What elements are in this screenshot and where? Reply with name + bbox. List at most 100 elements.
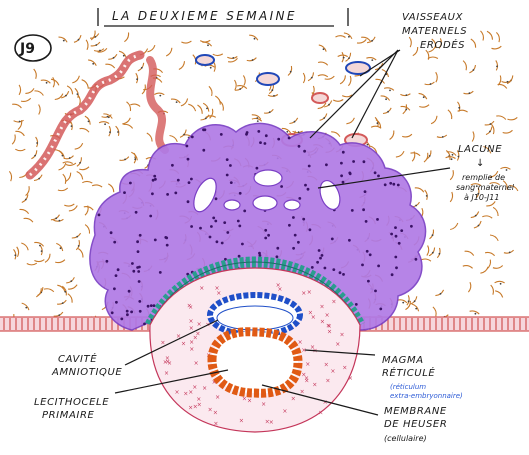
syncytio-nucleus	[277, 138, 280, 141]
syncytio-nucleus	[376, 218, 379, 221]
stroma-cell	[170, 136, 178, 142]
syncytio-nucleus	[241, 243, 244, 246]
stroma-cell	[63, 174, 66, 184]
syncytio-nucleus	[226, 231, 229, 234]
stroma-cell	[56, 243, 62, 251]
stroma-nucleus	[134, 158, 136, 160]
stroma-cell	[498, 76, 501, 86]
stroma-cell	[72, 76, 79, 83]
stroma-cell	[57, 285, 65, 291]
syncytio-nucleus	[324, 267, 327, 270]
stroma-cell	[79, 167, 89, 170]
syncytio-nucleus	[138, 300, 141, 303]
stroma-cell	[9, 171, 11, 181]
label-vaisseaux-line3: ERODÉS	[420, 38, 465, 51]
syncytio-nucleus	[316, 261, 319, 264]
stroma-nucleus	[210, 67, 212, 69]
label-remplie-line2: sang maternel	[456, 183, 515, 192]
magma-mesh-mark: ×	[196, 396, 201, 403]
stroma-cell	[268, 95, 278, 97]
magma-mesh-mark: ×	[327, 323, 332, 330]
stroma-nucleus	[207, 44, 209, 46]
stroma-cell	[431, 116, 437, 124]
syncytio-nucleus	[321, 254, 324, 257]
stroma-nucleus	[387, 111, 389, 113]
stroma-nucleus	[62, 155, 64, 157]
magma-mesh-mark: ×	[301, 347, 306, 354]
syncytio-nucleus	[355, 303, 358, 306]
syncytio-nucleus	[415, 258, 418, 261]
stroma-cell	[99, 122, 109, 124]
stroma-cell	[209, 86, 212, 96]
stroma-cell	[55, 260, 65, 263]
stroma-cell	[303, 73, 305, 83]
stroma-nucleus	[415, 308, 417, 310]
stroma-cell	[424, 153, 428, 162]
stroma-nucleus	[64, 291, 66, 293]
stroma-nucleus	[88, 121, 90, 123]
magma-mesh-mark: ×	[318, 410, 323, 417]
syncytio-nucleus	[246, 131, 249, 134]
syncytio-nucleus	[166, 244, 169, 247]
stroma-cell	[340, 75, 345, 84]
syncytio-nucleus	[138, 280, 141, 283]
syncytio-nucleus	[395, 266, 398, 269]
syncytio-nucleus	[186, 145, 189, 148]
stroma-cell	[366, 58, 376, 60]
stroma-cell	[486, 201, 495, 206]
stroma-cell	[105, 64, 114, 68]
stroma-cell	[75, 88, 78, 98]
stroma-cell	[21, 98, 31, 101]
magma-mesh-mark: ×	[189, 318, 194, 325]
stroma-nucleus	[65, 95, 67, 97]
stroma-nucleus	[55, 217, 57, 219]
stroma-nucleus	[473, 69, 475, 71]
syncytio-nucleus	[389, 182, 392, 185]
magma-mesh-mark: ×	[282, 408, 287, 415]
stroma-nucleus	[496, 66, 498, 68]
stroma-cell	[338, 55, 348, 57]
syncytio-nucleus	[209, 236, 212, 239]
label-lacune-arrow: ↓	[476, 158, 485, 169]
stroma-nucleus	[371, 40, 373, 42]
stroma-cell	[412, 304, 419, 311]
magma-mesh-mark: ×	[199, 285, 204, 292]
stroma-cell	[44, 289, 54, 292]
stroma-cell	[64, 156, 74, 159]
stroma-nucleus	[46, 82, 48, 84]
day-badge-label: J9	[19, 41, 35, 57]
stroma-cell	[243, 75, 245, 85]
syncytio-nucleus	[311, 266, 314, 269]
magma-mesh-mark: ×	[335, 341, 340, 348]
stroma-cell	[78, 249, 83, 258]
label-cavite: CAVITÉ	[58, 352, 97, 365]
syncytio-nucleus	[147, 305, 150, 308]
syncytio-nucleus	[265, 134, 268, 137]
stroma-nucleus	[59, 220, 61, 222]
stroma-cell	[31, 150, 36, 159]
stroma-cell	[147, 133, 152, 142]
stroma-cell	[491, 285, 494, 295]
stroma-cell	[493, 207, 498, 216]
syncytio-nucleus	[348, 172, 351, 175]
stroma-cell	[34, 260, 44, 262]
stroma-cell	[85, 225, 89, 234]
stroma-cell	[68, 294, 72, 303]
syncytio-nucleus	[342, 273, 345, 276]
syncytio-nucleus	[362, 208, 365, 211]
syncytio-nucleus	[126, 310, 129, 313]
syncytio-nucleus	[379, 308, 382, 311]
stroma-cell	[430, 230, 434, 239]
stroma-nucleus	[109, 131, 111, 133]
stroma-cell	[487, 31, 493, 39]
stroma-nucleus	[451, 158, 453, 160]
stroma-cell	[498, 84, 507, 88]
stroma-nucleus	[408, 300, 410, 302]
syncytio-nucleus	[238, 225, 241, 228]
stroma-cell	[171, 99, 180, 103]
stroma-cell	[134, 153, 136, 163]
magma-mesh-mark: ×	[291, 395, 296, 402]
syncytio-nucleus	[348, 239, 351, 242]
stroma-cell	[474, 221, 481, 228]
syncytio-nucleus	[267, 234, 270, 237]
